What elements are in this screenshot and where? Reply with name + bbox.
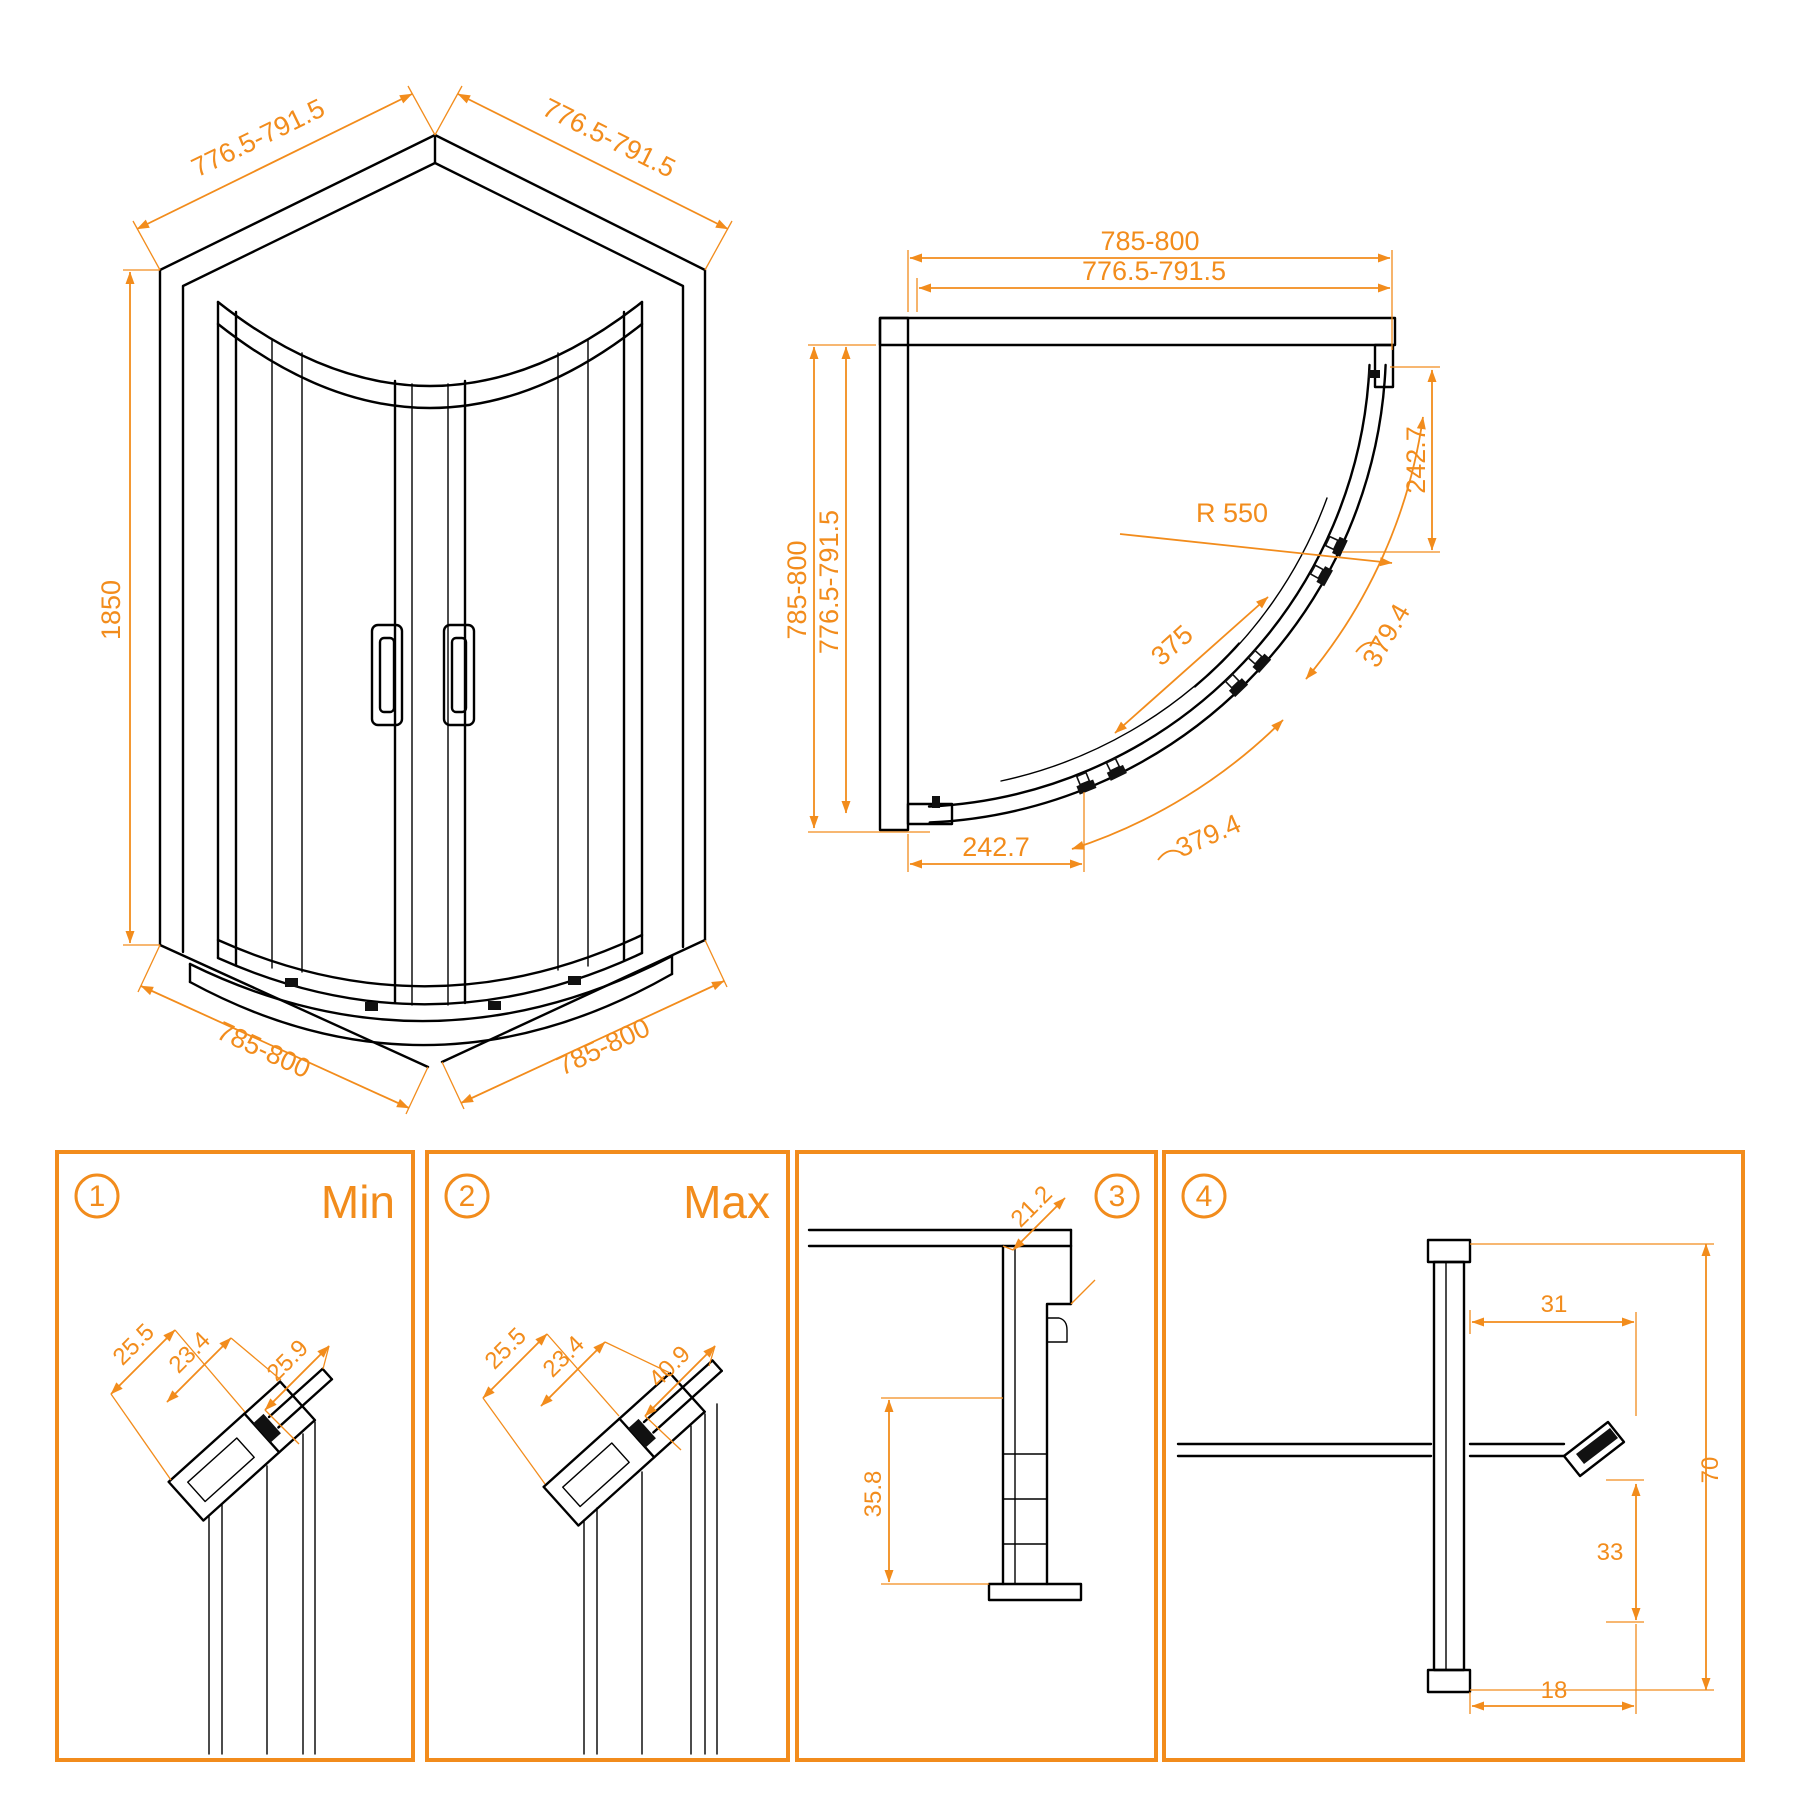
panel-4-number-circle xyxy=(1181,1173,1227,1219)
panel-1-dim-a: 25.5 xyxy=(108,1319,160,1371)
glass-doors-outline xyxy=(216,300,644,1006)
panel-4-number: 4 xyxy=(1196,1180,1213,1213)
panel-4-dimension-lines xyxy=(1471,1243,1711,1711)
arc-length-symbol xyxy=(1355,641,1381,653)
panel-4-dim-c: 33 xyxy=(1597,1539,1624,1566)
detail-panel-3-drawing: 3 xyxy=(807,1173,1140,1602)
panel-3-extension-lines xyxy=(881,1245,1096,1585)
plan-dim-top-inner: 776.5-791.5 xyxy=(1082,256,1226,286)
plan-glass-arc xyxy=(927,363,1387,824)
panel-4-dim-a: 31 xyxy=(1541,1291,1568,1318)
panel-3-number-circle xyxy=(1094,1173,1140,1219)
arc-length-symbol xyxy=(1157,849,1183,861)
panel-3-number: 3 xyxy=(1109,1180,1126,1213)
detail-panel-3: 3 xyxy=(795,1150,1158,1762)
iso-dim-bottom-left: 785-800 xyxy=(212,1016,315,1084)
wall-profile-elevation-min xyxy=(208,1421,316,1755)
seal-profile-drawing xyxy=(1176,1238,1626,1694)
panel-2-number-circle xyxy=(444,1173,490,1219)
plan-dim-arc-right: 379.4 xyxy=(1356,599,1416,673)
isometric-view: 776.5-791.5 776.5-791.5 1850 785-800 785… xyxy=(96,85,733,1115)
detail-panel-1-drawing: 1 Min xyxy=(74,1173,395,1755)
panel-2-number: 2 xyxy=(459,1180,476,1213)
plan-dim-left-outer: 785-800 xyxy=(782,540,812,639)
plan-dim-arc-bottom: 379.4 xyxy=(1171,808,1245,863)
detail-panel-1: 1 Min xyxy=(55,1150,415,1762)
panel-1-number: 1 xyxy=(89,1180,106,1213)
plan-radius-label: R 550 xyxy=(1196,498,1268,528)
panel-1-label: Min xyxy=(321,1176,395,1228)
panel-2-dimension-lines xyxy=(482,1333,716,1417)
plan-extension-lines xyxy=(808,250,1440,872)
panel-1-number-circle xyxy=(74,1173,120,1219)
detail-panel-4: 4 xyxy=(1162,1150,1745,1762)
detail-panel-4-drawing: 4 xyxy=(1176,1173,1724,1714)
panel-1-dim-c: 25.9 xyxy=(262,1335,314,1387)
iso-extension-lines xyxy=(123,85,733,1115)
plan-walls xyxy=(878,316,1397,832)
panel-3-dim-b: 35.8 xyxy=(860,1471,887,1518)
panel-3-dimension-lines xyxy=(884,1197,1066,1583)
panel-2-dim-c: 40.9 xyxy=(644,1341,696,1393)
plan-dim-bottom: 242.7 xyxy=(962,832,1030,862)
panel-2-dim-a: 25.5 xyxy=(480,1323,532,1375)
door-rollers xyxy=(932,370,1380,808)
panel-3-dim-a: 21.2 xyxy=(1006,1181,1058,1233)
plan-dim-panel: 375 xyxy=(1145,619,1199,671)
plan-dim-left-inner: 776.5-791.5 xyxy=(814,510,844,654)
panel-4-dim-d: 18 xyxy=(1541,1677,1568,1704)
iso-dim-height: 1850 xyxy=(96,580,126,640)
plan-dimension-lines xyxy=(809,253,1437,869)
door-handles xyxy=(370,623,476,727)
panel-2-dim-b: 23.4 xyxy=(538,1331,590,1383)
wall-profile-elevation-max xyxy=(583,1403,718,1755)
wall-profile-section-max xyxy=(542,1359,723,1527)
panel-2-label: Max xyxy=(683,1176,770,1228)
iso-dimension-lines xyxy=(125,93,729,1109)
bottom-rail-profile xyxy=(807,1228,1083,1602)
panel-4-dim-b: 70 xyxy=(1697,1457,1724,1484)
detail-panel-2: 2 Max xyxy=(425,1150,790,1762)
wall-profile-section-min xyxy=(167,1367,334,1522)
plan-dim-top-outer: 785-800 xyxy=(1100,226,1199,256)
iso-dim-bottom-right: 785-800 xyxy=(552,1012,654,1081)
detail-panel-2-drawing: 2 Max xyxy=(444,1173,770,1755)
panel-4-extension-lines xyxy=(1469,1243,1714,1714)
plan-dim-right: 242.7 xyxy=(1401,426,1431,494)
panel-1-dimension-lines xyxy=(110,1329,330,1411)
plan-view: 785-800 776.5-791.5 785-800 776.5-791.5 … xyxy=(782,226,1440,872)
